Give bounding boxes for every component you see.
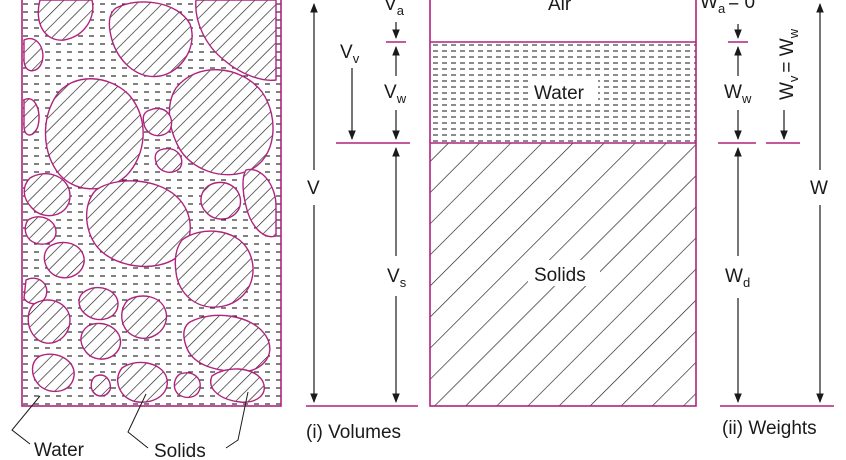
phase-column: Air Water Solids: [429, 0, 697, 407]
vw-label: Vw: [384, 82, 407, 106]
soil-grain: [23, 277, 48, 305]
soil-grain: [154, 147, 183, 173]
weights-caption: (ii) Weights: [722, 418, 817, 439]
solids-leader-line-right: [225, 391, 249, 449]
soil-grain: [43, 241, 85, 279]
soil-grain: [37, 0, 94, 41]
soil-grain: [200, 181, 242, 220]
soil-grain: [23, 98, 40, 136]
soil-grain: [27, 299, 71, 344]
soil-grain: [90, 374, 112, 397]
soil-sample-panel: Water Solids: [11, 0, 282, 460]
water-phase-label: Water: [534, 83, 585, 104]
solids-leader-line-left: [127, 393, 149, 449]
v-total-label: V: [307, 178, 320, 199]
weight-labels: Wa= 0 Ww Wv= Ww W Wd (ii) Weights: [700, 0, 828, 439]
soil-grain: [173, 372, 201, 399]
volume-dimensions: [306, 3, 418, 407]
wv-label: Wv= Ww: [777, 28, 801, 100]
weight-dimensions: [718, 3, 834, 407]
water-label: Water: [34, 440, 85, 460]
soil-grain: [24, 216, 57, 245]
soil-grain: [174, 230, 254, 308]
vs-label: Vs: [387, 266, 407, 290]
wa-label: Wa= 0: [700, 0, 755, 16]
ww-label: Ww: [724, 82, 752, 106]
soil-grain: [242, 168, 277, 238]
soil-grain: [31, 353, 75, 393]
va-label: Va: [384, 0, 405, 18]
soil-grain: [23, 37, 44, 72]
soil-grain: [121, 295, 168, 339]
water-leader-line: [11, 395, 41, 445]
vv-label: Vv: [340, 42, 360, 66]
soil-grain: [142, 107, 173, 137]
volumes-caption: (i) Volumes: [306, 422, 401, 443]
soil-grain: [195, 0, 277, 81]
soil-grain: [78, 286, 119, 321]
air-label: Air: [548, 0, 572, 15]
soil-grain: [44, 78, 144, 190]
soil-sample-border: [21, 0, 282, 407]
solids-label: Solids: [154, 441, 206, 460]
volume-labels: Va Vv Vw V Vs (i) Volumes: [306, 0, 407, 443]
soil-grain: [168, 69, 274, 176]
solids-phase-label: Solids: [534, 265, 586, 286]
soil-grain: [210, 368, 265, 403]
soil-grain: [80, 322, 122, 360]
soil-grains: [23, 0, 277, 403]
soil-grain: [117, 361, 168, 403]
soil-grain: [108, 1, 193, 78]
w-total-label: W: [810, 178, 828, 199]
wd-label: Wd: [725, 266, 750, 290]
phase-column-border: [429, 0, 697, 407]
soil-grain: [23, 173, 71, 217]
